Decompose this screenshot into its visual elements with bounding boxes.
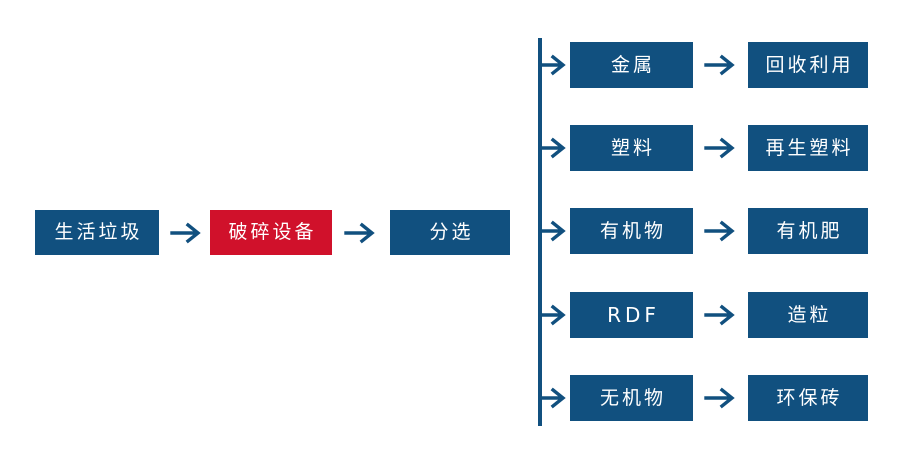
branch-arrow-plastic <box>540 136 568 160</box>
branch-arrow-inorganic <box>540 386 568 410</box>
branch-arrow-organic <box>540 219 568 243</box>
arrow-input-to-crusher <box>166 210 208 255</box>
arrow-inorganic-to-product <box>698 375 744 421</box>
node-product-eco-brick[interactable]: 环保砖 <box>748 375 868 421</box>
node-product-organic-fertilizer[interactable]: 有机肥 <box>748 208 868 254</box>
branch-arrow-metal <box>540 53 568 77</box>
node-material-rdf[interactable]: RDF <box>570 292 693 338</box>
node-input[interactable]: 生活垃圾 <box>35 210 159 255</box>
node-sorting[interactable]: 分选 <box>390 210 510 255</box>
arrow-plastic-to-product <box>698 125 744 171</box>
node-material-inorganic[interactable]: 无机物 <box>570 375 693 421</box>
arrow-rdf-to-product <box>698 292 744 338</box>
node-material-organic[interactable]: 有机物 <box>570 208 693 254</box>
node-material-plastic[interactable]: 塑料 <box>570 125 693 171</box>
arrow-crusher-to-sorting <box>340 210 382 255</box>
node-material-metal[interactable]: 金属 <box>570 42 693 88</box>
arrow-organic-to-product <box>698 208 744 254</box>
branch-arrow-rdf <box>540 303 568 327</box>
arrow-metal-to-product <box>698 42 744 88</box>
node-product-recycling[interactable]: 回收利用 <box>748 42 868 88</box>
node-product-recycled-plastic[interactable]: 再生塑料 <box>748 125 868 171</box>
node-product-granulation[interactable]: 造粒 <box>748 292 868 338</box>
node-crusher[interactable]: 破碎设备 <box>210 210 332 255</box>
